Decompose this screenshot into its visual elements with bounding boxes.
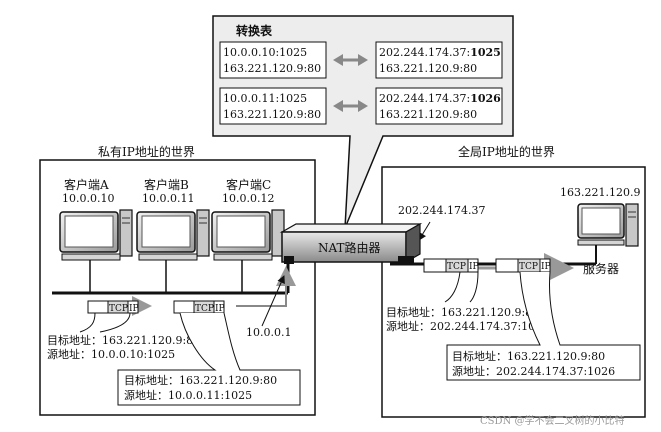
router-inside-ip: 10.0.0.1: [246, 326, 291, 339]
flow-arrow-b: [236, 266, 296, 307]
client-c-ip: 10.0.0.12: [222, 192, 274, 205]
router-label: NAT路由器: [318, 240, 381, 255]
packet-b-dst: 目标地址：163.221.120.9:80: [124, 373, 277, 387]
packet-a-tcp-label: TCP: [109, 304, 128, 314]
router-icon: [279, 222, 423, 264]
packet-1-address-box: 目标地址：163.221.120.9:80 源地址：202.244.174.37…: [386, 271, 549, 333]
client-a: 客户端A 10.0.0.10: [59, 177, 133, 261]
packet-1-dst: 目标地址：163.221.120.9:80: [386, 305, 539, 319]
packet-b-src: 源地址：10.0.0.11:1025: [124, 388, 252, 402]
packet-1-ip-label: IP: [469, 262, 479, 272]
client-a-ip: 10.0.0.10: [62, 192, 114, 205]
global-world: 全局IP地址的世界 163.221.120.9 服务器 TCP IP: [381, 144, 646, 418]
nat-router: 202.244.174.37 NAT路由器: [279, 204, 485, 264]
global-world-title: 全局IP地址的世界: [458, 144, 555, 159]
packet-b: TCP IP: [173, 300, 225, 314]
client-b-name: 客户端B: [144, 177, 189, 192]
client-a-computer-icon: [59, 209, 133, 261]
packet-2-address-box: 目标地址：163.221.120.9:80 源地址：202.244.174.37…: [446, 271, 641, 381]
nat-row-2-private-bottom: 163.221.120.9:80: [223, 108, 321, 121]
watermark: CSDN @学不会二叉树的小比特: [480, 414, 624, 427]
nat-row-1-public-box: [375, 41, 503, 79]
packet-1: TCP IP: [423, 258, 479, 273]
private-world: 私有IP地址的世界 客户端A 10.0.0.10 客户端B 10.0.0.11: [39, 144, 316, 416]
packet-b-tcp-label: TCP: [195, 304, 214, 314]
packet-a-src: 源地址：10.0.0.10:1025: [47, 347, 175, 361]
nat-row-2-private-top: 10.0.0.11:1025: [223, 92, 307, 105]
private-world-title: 私有IP地址的世界: [98, 144, 195, 159]
nat-row-2-public-bottom: 163.221.120.9:80: [379, 108, 477, 121]
global-world-frame: [381, 166, 646, 418]
nat-table-title: 转换表: [236, 23, 273, 38]
nat-row-1-private-box: [219, 41, 327, 79]
nat-row-2-public-top: 202.244.174.37:1026: [379, 92, 501, 105]
nat-row-2-public-box: [375, 87, 503, 125]
router-inside-ip-pointer: [261, 275, 285, 327]
packet-b-address-box: 目标地址：163.221.120.9:80 源地址：10.0.0.11:1025: [117, 312, 301, 406]
packet-2-dst: 目标地址：163.221.120.9:80: [452, 349, 605, 363]
router-outside-ip-pointer: [418, 221, 431, 241]
nat-row-1-bidirectional-arrow: [333, 54, 368, 66]
packet-2-ip-label: IP: [541, 262, 551, 272]
packet-a: TCP IP: [87, 300, 139, 314]
client-b: 客户端B 10.0.0.11: [136, 177, 210, 261]
packet-2-tcp-label: TCP: [519, 262, 538, 272]
client-c: 客户端C 10.0.0.12: [211, 177, 285, 261]
nat-row-1-private-bottom: 163.221.120.9:80: [223, 62, 321, 75]
packet-2-src: 源地址：202.244.174.37:1026: [452, 364, 615, 378]
client-c-computer-icon: [211, 209, 285, 261]
server-computer-icon: [577, 203, 639, 247]
server-ip: 163.221.120.9: [560, 186, 640, 199]
private-world-frame: [39, 159, 316, 416]
client-c-name: 客户端C: [226, 177, 271, 192]
nat-row-2-bidirectional-arrow: [333, 100, 368, 112]
nat-table-callout: 转换表 10.0.0.10:1025 163.221.120.9:80 202.…: [212, 15, 514, 229]
packet-1-tcp-label: TCP: [447, 262, 466, 272]
client-a-name: 客户端A: [64, 177, 109, 192]
nat-row-1-public-bottom: 163.221.120.9:80: [379, 62, 477, 75]
packet-a-address-box: 目标地址：163.221.120.9:80 源地址：10.0.0.10:1025: [46, 312, 225, 361]
packet-1-src: 源地址：202.244.174.37:1025: [386, 319, 549, 333]
packet-a-ip-label: IP: [129, 304, 139, 314]
nat-row-1-private-top: 10.0.0.10:1025: [223, 46, 307, 59]
client-b-ip: 10.0.0.11: [142, 192, 194, 205]
server-label: 服务器: [583, 261, 619, 276]
nat-row-1-public-top: 202.244.174.37:1025: [379, 46, 501, 59]
client-b-computer-icon: [136, 209, 210, 261]
packet-a-dst: 目标地址：163.221.120.9:80: [47, 333, 200, 347]
router-outside-ip: 202.244.174.37: [398, 204, 485, 217]
packet-2: TCP IP: [495, 258, 551, 273]
packet-b-ip-label: IP: [215, 304, 225, 314]
nat-row-2-private-box: [219, 87, 327, 125]
